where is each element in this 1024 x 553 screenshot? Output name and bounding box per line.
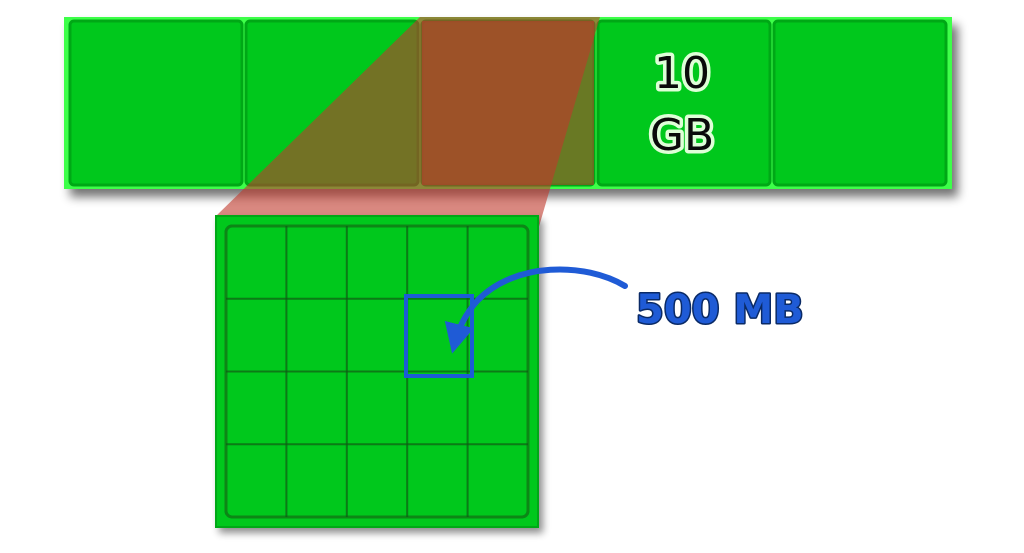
volume-size-label-line1: 10 (654, 48, 710, 99)
volume-cell (596, 19, 772, 187)
chunk-grid (215, 215, 539, 528)
chunk-size-label: 500 MB (636, 287, 804, 333)
volume-size-label-line2: GB (650, 110, 714, 161)
callout-arrow (444, 266, 628, 354)
volume-cell (68, 19, 244, 187)
volume-cell (772, 19, 948, 187)
